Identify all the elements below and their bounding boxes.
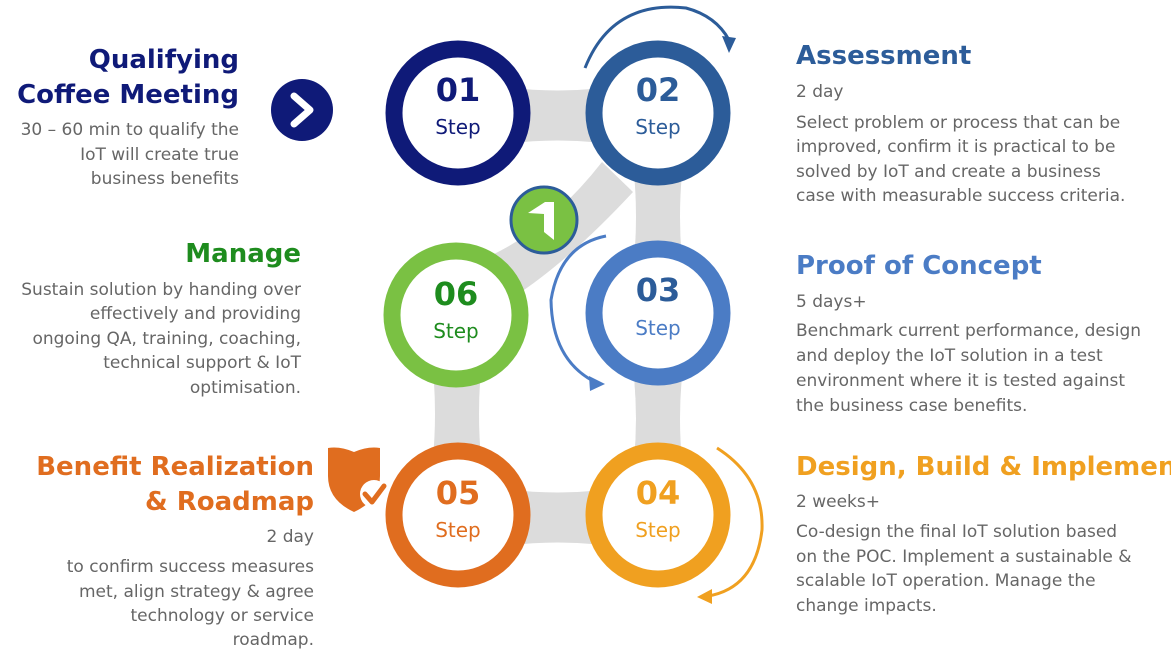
design-desc-line3: scalable IoT operation. Manage the xyxy=(796,571,1096,591)
qualifying-desc-line1: 30 – 60 min to qualify the xyxy=(20,120,239,140)
step-03-label: Step xyxy=(635,316,681,340)
design-desc-line4: change impacts. xyxy=(796,596,937,616)
qualifying-title-line1: Qualifying xyxy=(88,45,239,75)
assessment-title: Assessment xyxy=(796,41,972,71)
manage-desc-line1: Sustain solution by handing over xyxy=(21,280,301,300)
manage-desc-line4: technical support & IoT xyxy=(103,353,301,373)
step-01-ring xyxy=(385,40,531,186)
step-05-label: Step xyxy=(435,518,481,542)
poc-desc-line1: Benchmark current performance, design xyxy=(796,321,1142,341)
design-desc-line1: Co-design the final IoT solution based xyxy=(796,522,1118,542)
assessment-desc-line1: Select problem or process that can be xyxy=(796,113,1121,133)
step-02: 02 Step xyxy=(585,40,731,186)
step-01-number: 01 xyxy=(436,71,481,109)
step-04: 04 Step xyxy=(585,442,731,588)
assessment-desc-line4: case with measurable success criteria. xyxy=(796,186,1126,206)
qualifying-title-line2: Coffee Meeting xyxy=(17,80,239,110)
poc-desc-line2: and deploy the IoT solution in a test xyxy=(796,346,1103,366)
step-01: 01 Step xyxy=(385,40,531,186)
step-04-number: 04 xyxy=(636,474,681,512)
turn-icon-group xyxy=(509,185,579,255)
arrow-head-04 xyxy=(697,589,712,604)
chevron-right-icon xyxy=(290,92,314,128)
check-icon xyxy=(362,483,387,505)
benefit-desc-line2: met, align strategy & agree xyxy=(78,582,314,602)
design-duration: 2 weeks+ xyxy=(796,492,880,512)
benefit-title-line1: Benefit Realization xyxy=(36,452,314,482)
step-05: 05 Step xyxy=(385,442,531,588)
design-desc-line2: on the POC. Implement a sustainable & xyxy=(796,547,1132,567)
step-01-label: Step xyxy=(435,115,481,139)
manage-desc-line3: ongoing QA, training, coaching, xyxy=(32,329,301,349)
step-03: 03 Step xyxy=(585,240,731,386)
turn-arrow-icon xyxy=(528,202,554,240)
qualifying-desc-line2: IoT will create true xyxy=(80,145,239,165)
poc-duration: 5 days+ xyxy=(796,292,867,312)
poc-desc-line3: environment where it is tested against xyxy=(796,371,1126,391)
step-02-label: Step xyxy=(635,115,681,139)
assessment-duration: 2 day xyxy=(796,82,844,102)
arrow-head-02 xyxy=(722,36,736,53)
step-02-ring xyxy=(585,40,731,186)
step-03-number: 03 xyxy=(636,271,681,309)
manage-desc-line2: effectively and providing xyxy=(89,304,301,324)
step-06-number: 06 xyxy=(434,275,479,313)
arrow-to-04 xyxy=(707,446,764,598)
benefit-duration: 2 day xyxy=(266,527,315,547)
start-chevron xyxy=(271,79,333,141)
step-06: 06 Step xyxy=(383,242,529,388)
benefit-desc-line1: to confirm success measures xyxy=(66,557,314,577)
design-title: Design, Build & Implement xyxy=(796,452,1171,482)
step-04-label: Step xyxy=(635,518,681,542)
manage-title: Manage xyxy=(185,239,301,269)
qualifying-desc-line3: business benefits xyxy=(90,169,239,189)
shield-check-icon xyxy=(328,447,388,512)
benefit-title-line2: & Roadmap xyxy=(144,487,314,517)
step-04-ring xyxy=(585,442,731,588)
step-05-ring xyxy=(385,442,531,588)
benefit-desc-line3: technology or service xyxy=(130,606,315,626)
poc-title: Proof of Concept xyxy=(796,251,1042,281)
assessment-desc-line2: improved, confirm it is practical to be xyxy=(796,137,1116,157)
step-06-label: Step xyxy=(433,319,479,343)
step-05-number: 05 xyxy=(436,474,481,512)
assessment-desc-line3: solved by IoT and create a business xyxy=(796,162,1101,182)
arrow-to-03 xyxy=(549,234,607,384)
poc-desc-line4: the business case benefits. xyxy=(796,396,1028,416)
step-03-ring xyxy=(585,240,731,386)
step-06-ring xyxy=(383,242,529,388)
flow-arrows xyxy=(549,5,764,604)
manage-desc-line5: optimisation. xyxy=(189,378,301,398)
start-circle xyxy=(271,79,333,141)
step-02-number: 02 xyxy=(636,71,681,109)
arrow-head-03 xyxy=(589,376,605,391)
benefit-desc-line4: roadmap. xyxy=(232,630,314,650)
arrow-to-02 xyxy=(583,5,731,69)
